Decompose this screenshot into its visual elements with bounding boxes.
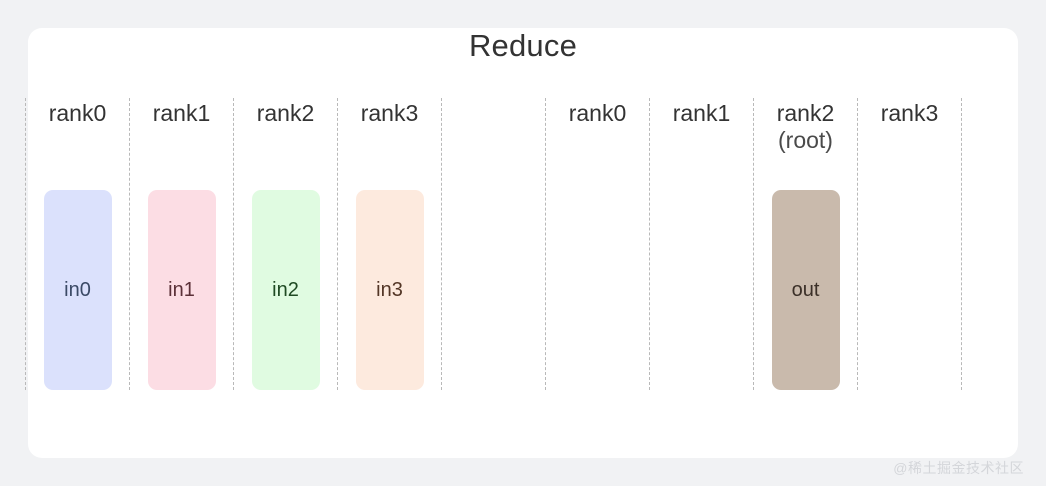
column-rank3-output: rank3 — [857, 98, 962, 390]
watermark: @稀土掘金技术社区 — [893, 460, 1024, 476]
column-rank0-input: rank0 in0 — [25, 98, 129, 390]
column-label: rank2 — [256, 100, 315, 126]
column-label: rank1 — [152, 100, 211, 126]
buffer-label: in3 — [376, 279, 403, 301]
column-rank2-input: rank2 in2 — [233, 98, 337, 390]
column-rank1-input: rank1 in1 — [129, 98, 233, 390]
column-label: rank2 — [776, 100, 835, 126]
column-label: rank0 — [48, 100, 107, 126]
column-sublabel-root: (root) — [778, 127, 833, 153]
column-label: rank1 — [672, 100, 731, 126]
page-title: Reduce — [468, 28, 578, 63]
input-group: rank0 in0 rank1 in1 rank2 in2 rank3 in3 — [25, 98, 442, 390]
buffer-in3: in3 — [355, 190, 424, 390]
buffer-label: in0 — [64, 279, 91, 301]
buffer-in0: in0 — [43, 190, 112, 390]
column-rank3-input: rank3 in3 — [337, 98, 442, 390]
buffer-label: out — [791, 279, 820, 301]
column-label: rank3 — [880, 100, 939, 126]
buffer-label: in1 — [168, 279, 195, 301]
buffer-out: out — [771, 190, 840, 390]
buffer-in2: in2 — [251, 190, 320, 390]
output-group: rank0 rank1 rank2 (root) out rank3 — [545, 98, 962, 390]
column-rank2-output-root: rank2 (root) out — [753, 98, 857, 390]
column-rank0-output: rank0 — [545, 98, 649, 390]
column-label: rank0 — [568, 100, 627, 126]
column-rank1-output: rank1 — [649, 98, 753, 390]
buffer-in1: in1 — [147, 190, 216, 390]
column-label: rank3 — [360, 100, 419, 126]
buffer-label: in2 — [272, 279, 299, 301]
